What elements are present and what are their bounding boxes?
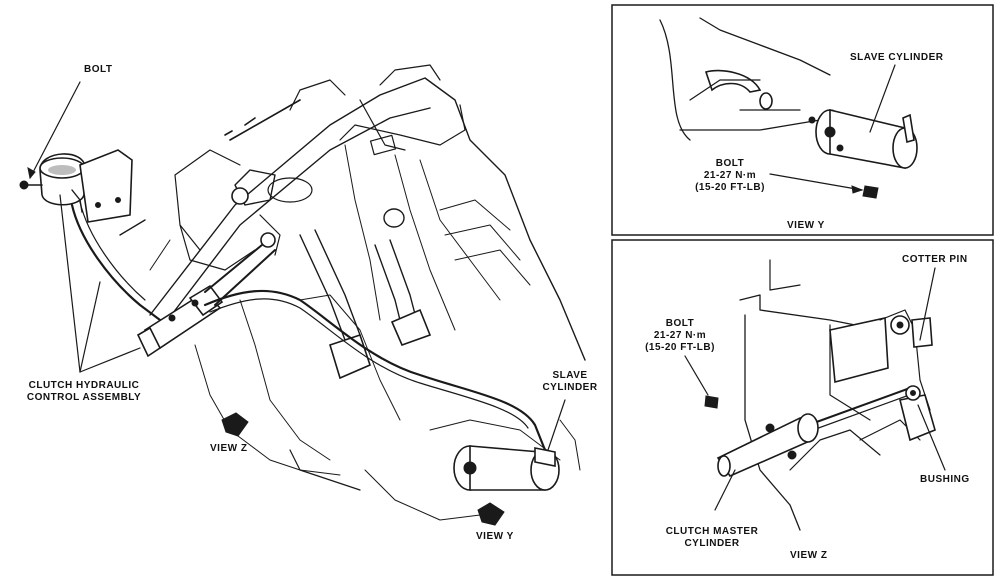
firewall-structure [119,64,586,521]
label-bolt-y: BOLT [715,158,745,169]
label-clutch-master-line2: CYLINDER [684,538,740,549]
label-view-z-main: VIEW Z [210,443,248,454]
label-clutch-hydraulic-line2: CONTROL ASSEMBLY [26,392,142,403]
label-cotter-pin: COTTER PIN [902,254,968,265]
leader-slave-y [869,64,896,133]
label-torque-nm-y: 21-27 N·m [703,170,757,181]
reservoir-line [70,201,162,322]
slave-cylinder-main [453,445,560,491]
leader-bolt-z [684,355,709,396]
fluid-reservoir [19,149,133,223]
label-bolt-torque-y: BOLT 21-27 N·m (15-20 FT-LB) [690,158,770,194]
master-to-slave-line [203,289,547,452]
view-marker-z [221,412,249,437]
view-marker-y [477,502,505,526]
caption-view-y: VIEW Y [787,220,825,231]
label-slave-line1: SLAVE [552,370,588,381]
leader-bolt-y [769,173,863,191]
label-clutch-hydraulic-line1: CLUTCH HYDRAULIC [28,380,140,391]
main-view-drawing [19,64,586,526]
label-view-y-main: VIEW Y [476,531,514,542]
leader-cotter-pin [919,267,936,341]
label-slave-cylinder-main: SLAVE CYLINDER [530,370,610,394]
leader-clutch-hydraulic-1 [59,194,81,373]
label-torque-ftlb-z: (15-20 FT-LB) [645,342,715,353]
label-bolt-torque-z: BOLT 21-27 N·m (15-20 FT-LB) [640,318,720,354]
label-slave-cylinder-y: SLAVE CYLINDER [850,52,944,63]
label-torque-nm-z: 21-27 N·m [653,330,707,341]
leader-bushing [917,404,946,471]
inset-view-z [611,239,994,576]
label-slave-line2: CYLINDER [542,382,598,393]
leader-slave-main [547,399,566,451]
inset-view-y [611,4,994,236]
label-bolt-main: BOLT [84,64,113,75]
label-clutch-hydraulic-control-assembly: CLUTCH HYDRAULIC CONTROL ASSEMBLY [14,380,154,404]
leader-bolt-main [29,81,81,179]
label-bushing: BUSHING [920,474,970,485]
leader-clutch-hydraulic-2 [79,281,101,373]
leader-clutch-hydraulic-3 [79,347,141,373]
label-clutch-master-line1: CLUTCH MASTER [665,526,759,537]
label-bolt-z: BOLT [665,318,695,329]
label-clutch-master-cylinder: CLUTCH MASTER CYLINDER [662,526,762,550]
label-torque-ftlb-y: (15-20 FT-LB) [695,182,765,193]
leader-clutch-master [714,469,736,511]
caption-view-z: VIEW Z [790,550,828,561]
